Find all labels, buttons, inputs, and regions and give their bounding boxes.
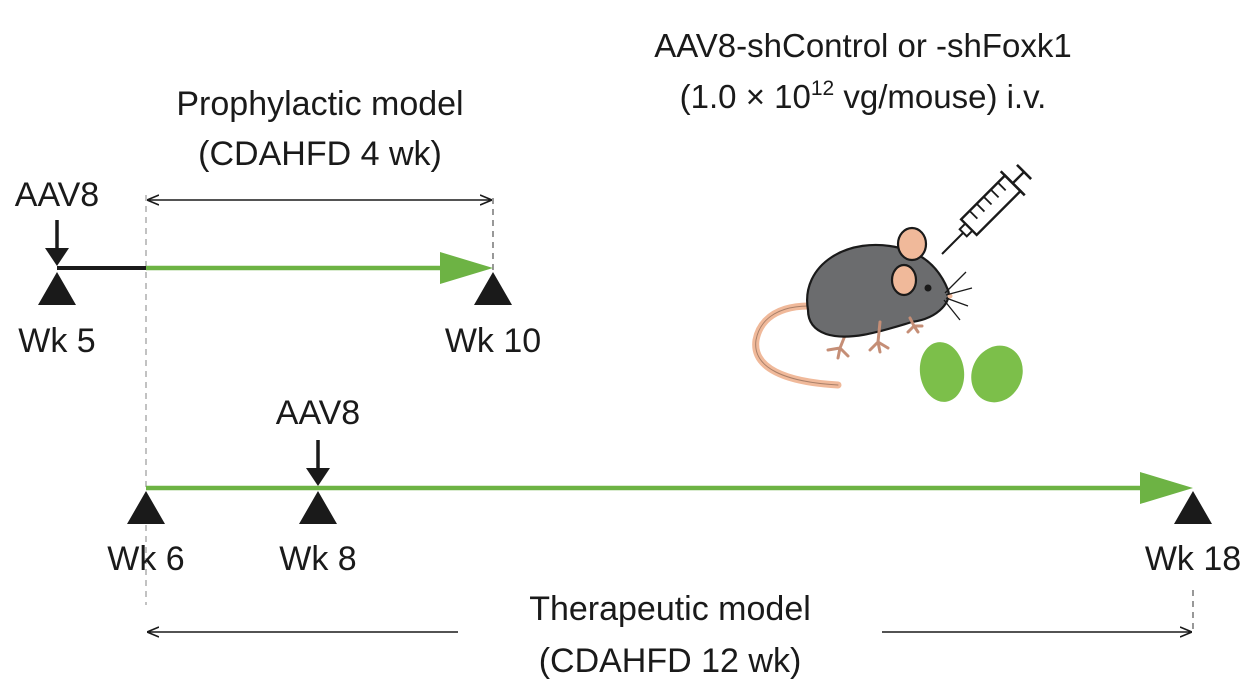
therapeutic-diet-arrowhead <box>1140 472 1193 504</box>
therapeutic-injection-arrowhead <box>306 468 330 486</box>
injection-line-1: AAV8-shControl or -shFoxk1 <box>654 27 1072 64</box>
marker-wk8 <box>299 491 337 524</box>
prophylactic-duration: (CDAHFD 4 wk) <box>198 135 442 173</box>
therapeutic-aav8-label: AAV8 <box>276 394 360 432</box>
marker-wk5 <box>38 272 76 305</box>
therapeutic-title: Therapeutic model <box>529 590 811 628</box>
label-wk10: Wk 10 <box>445 322 541 360</box>
mouse-icon <box>752 226 973 389</box>
label-wk5: Wk 5 <box>18 322 95 360</box>
label-wk6: Wk 6 <box>107 540 184 578</box>
prophylactic-aav8-label: AAV8 <box>15 176 99 214</box>
marker-wk10 <box>474 272 512 305</box>
prophylactic-injection-arrowhead <box>45 248 69 266</box>
injection-line-2: (1.0 × 1012 vg/mouse) i.v. <box>680 77 1047 115</box>
label-wk8: Wk 8 <box>279 540 356 578</box>
food-pellet-icon <box>919 342 1023 403</box>
marker-wk18 <box>1174 491 1212 524</box>
syringe-icon <box>941 163 1033 255</box>
therapeutic-duration: (CDAHFD 12 wk) <box>539 642 802 680</box>
prophylactic-diet-arrowhead <box>440 252 493 284</box>
prophylactic-title: Prophylactic model <box>176 85 463 123</box>
marker-wk6 <box>127 491 165 524</box>
label-wk18: Wk 18 <box>1145 540 1241 578</box>
